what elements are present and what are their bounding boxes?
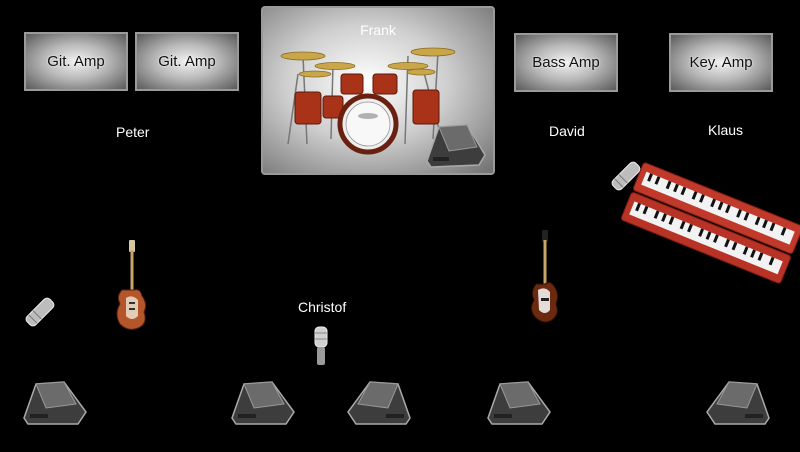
bassist-name: David [549,123,585,139]
guitar-icon [116,240,147,330]
keyboard-icon [621,162,800,284]
bass-guitar-icon [530,230,559,323]
guitar-amp-2: Git. Amp [135,32,239,91]
bass-amp: Bass Amp [514,33,618,92]
keyboard-amp: Key. Amp [669,33,773,92]
monitor-speaker-icon [706,381,770,425]
guitar-amp-1-label: Git. Amp [47,53,105,70]
guitar-amp-1: Git. Amp [24,32,128,91]
drum-riser: Frank [261,6,495,175]
monitor-speaker-icon [487,381,551,425]
monitor-speaker-icon [347,381,411,425]
guitar-microphone-icon [25,297,55,327]
monitor-speaker-icon [231,381,295,425]
keyboard-microphone-icon [611,161,641,191]
keyboardist-name: Klaus [708,122,744,138]
vocalist-name: Christof [298,299,347,315]
drum-kit-icon [280,47,456,155]
guitar-amp-2-label: Git. Amp [158,53,216,70]
keyboard-amp-label: Key. Amp [689,54,753,71]
monitor-speaker-icon [23,381,87,425]
vocal-microphone-icon [314,326,328,365]
drum-monitor-speaker-icon [426,124,486,168]
bass-amp-label: Bass Amp [532,54,600,71]
guitarist-name: Peter [116,124,150,140]
drummer-name: Frank [360,22,396,38]
